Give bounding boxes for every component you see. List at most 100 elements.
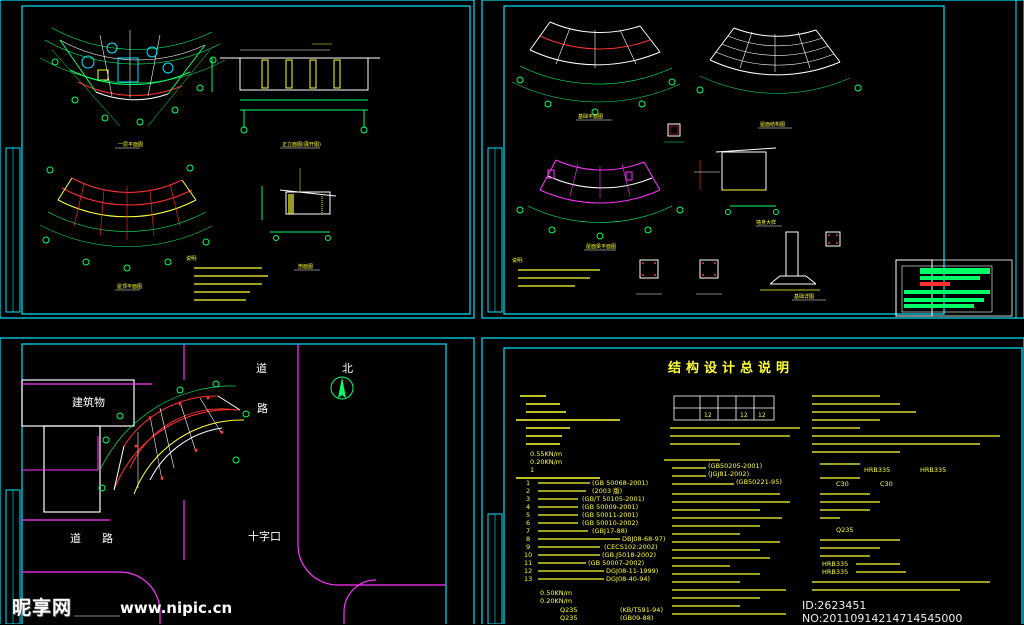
- road-label-bottom-2: 路: [102, 532, 113, 545]
- north-arrow-icon: [330, 376, 354, 400]
- svg-text:Q235: Q235: [560, 614, 578, 622]
- svg-text:HRB335: HRB335: [864, 466, 890, 474]
- notes-middle-column: (GB50205-2001) (JGJ81-2002) (GB50221-95): [664, 427, 800, 615]
- standard-13: DGJ08-40-94): [606, 575, 650, 583]
- crossroad-label: 十字口: [248, 529, 281, 543]
- svg-text:10: 10: [524, 551, 532, 559]
- road-curbs: [22, 344, 446, 624]
- sheet-4-title: 结构设计总说明: [668, 360, 794, 376]
- building-label: 建筑物: [72, 395, 105, 409]
- sheet-2-foundation-caption: 基础平面图: [578, 113, 603, 120]
- standard-11: (GB 50007-2002): [588, 559, 644, 567]
- standard-3: (GB/T 50105-2001): [582, 495, 644, 503]
- svg-text:C30: C30: [880, 480, 893, 488]
- standard-1: (GB 50068-2001): [592, 479, 648, 487]
- watermark-id: ID:2623451 NO:20110914214714545000: [802, 599, 963, 625]
- sheet-2-title-block: [895, 259, 1013, 317]
- svg-text:(KB/T591-94): (KB/T591-94): [620, 606, 663, 614]
- svg-text:(GB50221-95): (GB50221-95): [736, 478, 782, 486]
- watermark-url: www.nipic.cn: [120, 599, 233, 617]
- sheet-4-inner-frame: [503, 347, 1023, 624]
- svg-text:1: 1: [526, 479, 530, 487]
- svg-text:12: 12: [758, 412, 766, 419]
- watermark-logo: 昵享网: [12, 597, 73, 619]
- sheet-1-roof-caption: 屋顶平面图: [117, 284, 142, 290]
- svg-text:4: 4: [526, 503, 530, 511]
- standard-12: DGJ08-11-1999): [606, 567, 658, 575]
- sheet-1-inner-frame: [21, 5, 471, 315]
- svg-text:说明:: 说明:: [186, 255, 198, 262]
- site-pavilion: [98, 380, 250, 495]
- svg-text:13: 13: [524, 575, 532, 583]
- svg-text:HRB335: HRB335: [822, 560, 848, 568]
- standards-list: 1(GB 50068-2001) 2(2003 版) 3(GB/T 50105-…: [524, 479, 665, 583]
- svg-text:HRB335: HRB335: [822, 568, 848, 576]
- svg-text:HRB335: HRB335: [920, 466, 946, 474]
- standard-5: (GB 50011-2001): [582, 511, 638, 519]
- notes-left-column: 0.55KN/m 0.20KN/m 1: [516, 395, 620, 479]
- svg-text:Q235: Q235: [560, 606, 578, 614]
- standard-7: (GBJ17-88): [592, 527, 627, 535]
- road-label-bottom-1: 道: [70, 531, 81, 545]
- sheet-1-notes: 说明:: [186, 255, 268, 301]
- sheet-3: 建筑物 道 路 北 道 路 十字口: [0, 337, 475, 624]
- standard-9: (CECS102:2002): [604, 543, 658, 551]
- standard-4: (GB 50009-2001): [582, 503, 638, 511]
- sheet-2-footing: [760, 231, 841, 301]
- svg-text:(JGJ81-2002): (JGJ81-2002): [708, 470, 749, 478]
- sheet-1-roof-plan: [39, 164, 213, 291]
- svg-text:7: 7: [526, 527, 530, 535]
- sheet-2-column-sections: [636, 259, 722, 295]
- sheet-2-beam-caption: 屋面梁平面图: [586, 243, 616, 250]
- svg-text:2: 2: [526, 487, 530, 495]
- svg-text:0.20KN/m: 0.20KN/m: [540, 597, 572, 605]
- road-label-top-2: 路: [257, 402, 268, 415]
- svg-text:Q235: Q235: [836, 526, 854, 534]
- sheet-2-inner-frame: [503, 5, 945, 315]
- sheet-2-border: [481, 0, 1024, 319]
- standard-8: DBJ08-68-97): [622, 535, 665, 543]
- north-label: 北: [342, 362, 353, 375]
- svg-text:12: 12: [740, 412, 748, 419]
- sheet-2-notes: 说明:: [512, 257, 600, 287]
- sheet-2-roof-framing: [696, 27, 862, 129]
- notes-table: 12 12 12: [673, 395, 775, 421]
- load-value-2: 0.20KN/m: [530, 458, 562, 466]
- svg-text:9: 9: [526, 543, 530, 551]
- sheet-2-roof-framing-caption: 屋面结构图: [760, 121, 785, 128]
- svg-text:6: 6: [526, 519, 530, 527]
- svg-text:12: 12: [704, 412, 712, 419]
- svg-text:8: 8: [526, 535, 530, 543]
- svg-text:(GB50205-2001): (GB50205-2001): [708, 462, 762, 470]
- sheet-1-section-caption: 剖面图: [298, 263, 313, 270]
- steel-notes: 0.50KN/m 0.20KN/m Q235 (KB/T591-94) Q235…: [540, 589, 663, 622]
- sheet-4-border: [481, 337, 1024, 624]
- notes-right-column: HRB335 HRB335 C30 C30 Q235 HRB335 HRB335: [812, 395, 1000, 591]
- svg-text:(GB09-88): (GB09-88): [620, 614, 653, 622]
- standard-6: (GB 50010-2002): [582, 519, 638, 527]
- building-wing: [43, 425, 101, 513]
- sheet-1-border: [0, 0, 475, 319]
- sheet-1-elevation-caption: 正立面图(展开图): [282, 141, 321, 148]
- sheet-4: 结构设计总说明 0.55KN/m 0.20KN/m 1 1 (GB 50068-2…: [481, 337, 1024, 624]
- load-value-1: 0.55KN/m: [530, 450, 562, 458]
- sheet-3-inner-frame: [21, 343, 447, 624]
- sheet-2-wall-section: [694, 147, 782, 227]
- svg-text:11: 11: [524, 559, 532, 567]
- sheet-2-beam-plan: [516, 159, 684, 251]
- svg-text:C30: C30: [836, 480, 849, 488]
- svg-text:0.50KN/m: 0.50KN/m: [540, 589, 572, 597]
- road-label-top-1: 道: [256, 361, 267, 375]
- sheet-1-curved-plan: [39, 27, 226, 127]
- svg-text:12: 12: [524, 567, 532, 575]
- sheet-2-detail-small: [664, 123, 684, 143]
- sheet-1-plan-caption: 一层平面图: [118, 142, 143, 148]
- sheet-1-elevation: [211, 43, 380, 149]
- svg-text:说明:: 说明:: [512, 257, 524, 264]
- standard-10: (GB.J5018-2002): [602, 551, 656, 559]
- sheet-2-footing-caption: 基础详图: [794, 293, 814, 300]
- svg-text:3: 3: [526, 495, 530, 503]
- sheet-2-wall-caption: 墙身大样: [756, 219, 776, 226]
- sheet-3-border: [0, 337, 475, 624]
